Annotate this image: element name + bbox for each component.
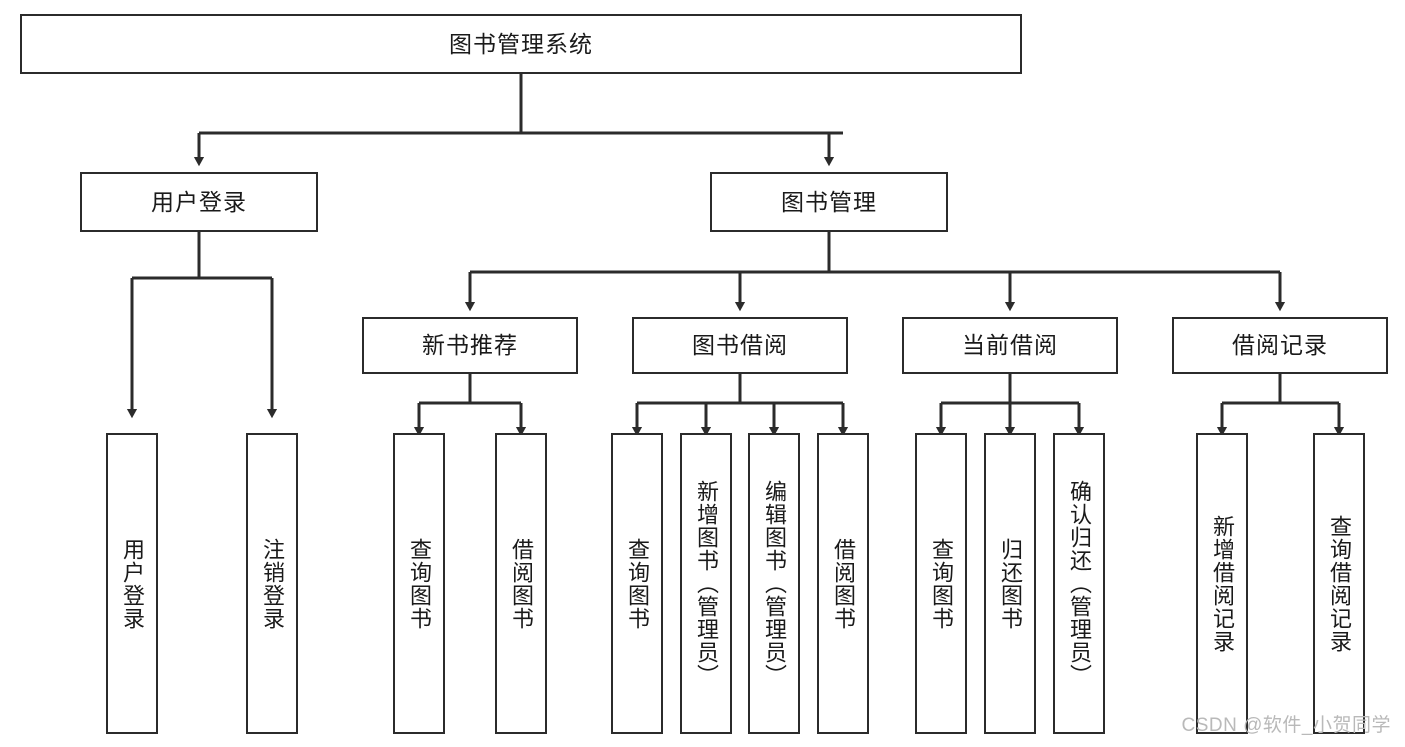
leaf-add-record-label: 新增借阅记录 xyxy=(1209,514,1235,653)
leaf-query-book-3[interactable]: 查询图书 xyxy=(915,433,967,734)
leaf-add-book[interactable]: 新增图书（管理员） xyxy=(680,433,732,734)
leaf-confirm-return[interactable]: 确认归还（管理员） xyxy=(1053,433,1105,734)
leaf-query-book-2[interactable]: 查询图书 xyxy=(611,433,663,734)
leaf-query-record[interactable]: 查询借阅记录 xyxy=(1313,433,1365,734)
node-user-login[interactable]: 用户登录 xyxy=(80,172,318,232)
node-user-login-label: 用户登录 xyxy=(151,188,247,215)
leaf-query-book-3-label: 查询图书 xyxy=(928,537,954,630)
node-book-borrow[interactable]: 图书借阅 xyxy=(632,317,848,374)
leaf-query-book-1-label: 查询图书 xyxy=(406,537,432,630)
leaf-user-login-label: 用户登录 xyxy=(119,537,145,630)
leaf-query-record-label: 查询借阅记录 xyxy=(1326,514,1352,653)
leaf-return-book[interactable]: 归还图书 xyxy=(984,433,1036,734)
leaf-logout[interactable]: 注销登录 xyxy=(246,433,298,734)
leaf-edit-book-label: 编辑图书（管理员） xyxy=(761,480,787,687)
node-book-management[interactable]: 图书管理 xyxy=(710,172,948,232)
node-new-book-recommend-label: 新书推荐 xyxy=(422,332,518,359)
node-book-management-label: 图书管理 xyxy=(781,188,877,215)
leaf-add-record[interactable]: 新增借阅记录 xyxy=(1196,433,1248,734)
node-borrow-record[interactable]: 借阅记录 xyxy=(1172,317,1388,374)
leaf-logout-label: 注销登录 xyxy=(259,537,285,630)
leaf-borrow-book-2[interactable]: 借阅图书 xyxy=(817,433,869,734)
leaf-user-login[interactable]: 用户登录 xyxy=(106,433,158,734)
node-borrow-record-label: 借阅记录 xyxy=(1232,332,1328,359)
leaf-query-book-1[interactable]: 查询图书 xyxy=(393,433,445,734)
node-current-borrow[interactable]: 当前借阅 xyxy=(902,317,1118,374)
leaf-confirm-return-label: 确认归还（管理员） xyxy=(1066,480,1092,687)
leaf-edit-book[interactable]: 编辑图书（管理员） xyxy=(748,433,800,734)
node-book-borrow-label: 图书借阅 xyxy=(692,332,788,359)
node-root-label: 图书管理系统 xyxy=(449,30,593,57)
leaf-borrow-book-1[interactable]: 借阅图书 xyxy=(495,433,547,734)
node-current-borrow-label: 当前借阅 xyxy=(962,332,1058,359)
leaf-return-book-label: 归还图书 xyxy=(997,537,1023,630)
leaf-borrow-book-1-label: 借阅图书 xyxy=(508,537,534,630)
node-root[interactable]: 图书管理系统 xyxy=(20,14,1022,74)
watermark: CSDN @软件_小贺同学 xyxy=(1181,715,1391,736)
leaf-add-book-label: 新增图书（管理员） xyxy=(693,480,719,687)
node-new-book-recommend[interactable]: 新书推荐 xyxy=(362,317,578,374)
leaf-borrow-book-2-label: 借阅图书 xyxy=(830,537,856,630)
leaf-query-book-2-label: 查询图书 xyxy=(624,537,650,630)
